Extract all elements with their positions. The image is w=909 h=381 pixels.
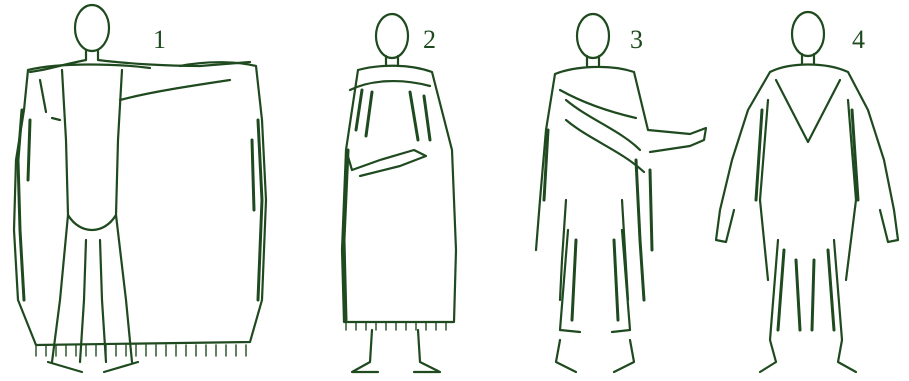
figure-2 (342, 14, 456, 372)
figure-3-head (577, 14, 609, 58)
figure-4 (716, 12, 898, 372)
figure-4-head (792, 12, 824, 56)
step-label-1: 1 (153, 25, 166, 54)
figure-2-head (376, 14, 408, 58)
step-label-3: 3 (630, 25, 643, 54)
figure-2-folds (344, 90, 430, 320)
figure-2-legs (352, 330, 440, 372)
step-label-4: 4 (852, 25, 865, 54)
figure-3-body (536, 56, 706, 372)
figure-3 (536, 14, 706, 372)
step-label-2: 2 (423, 25, 436, 54)
figure-1-cloth (14, 62, 266, 345)
figure-4-folds (756, 110, 858, 330)
figure-2-robe (342, 56, 456, 322)
figure-2-fringe (346, 322, 446, 330)
figure-1 (14, 5, 266, 372)
figure-4-body (716, 54, 898, 372)
figure-1-cloth-fringe (36, 345, 246, 356)
figure-1-body (30, 50, 250, 372)
figure-1-head (75, 5, 109, 51)
figure-1-cloth-folds (18, 110, 262, 300)
